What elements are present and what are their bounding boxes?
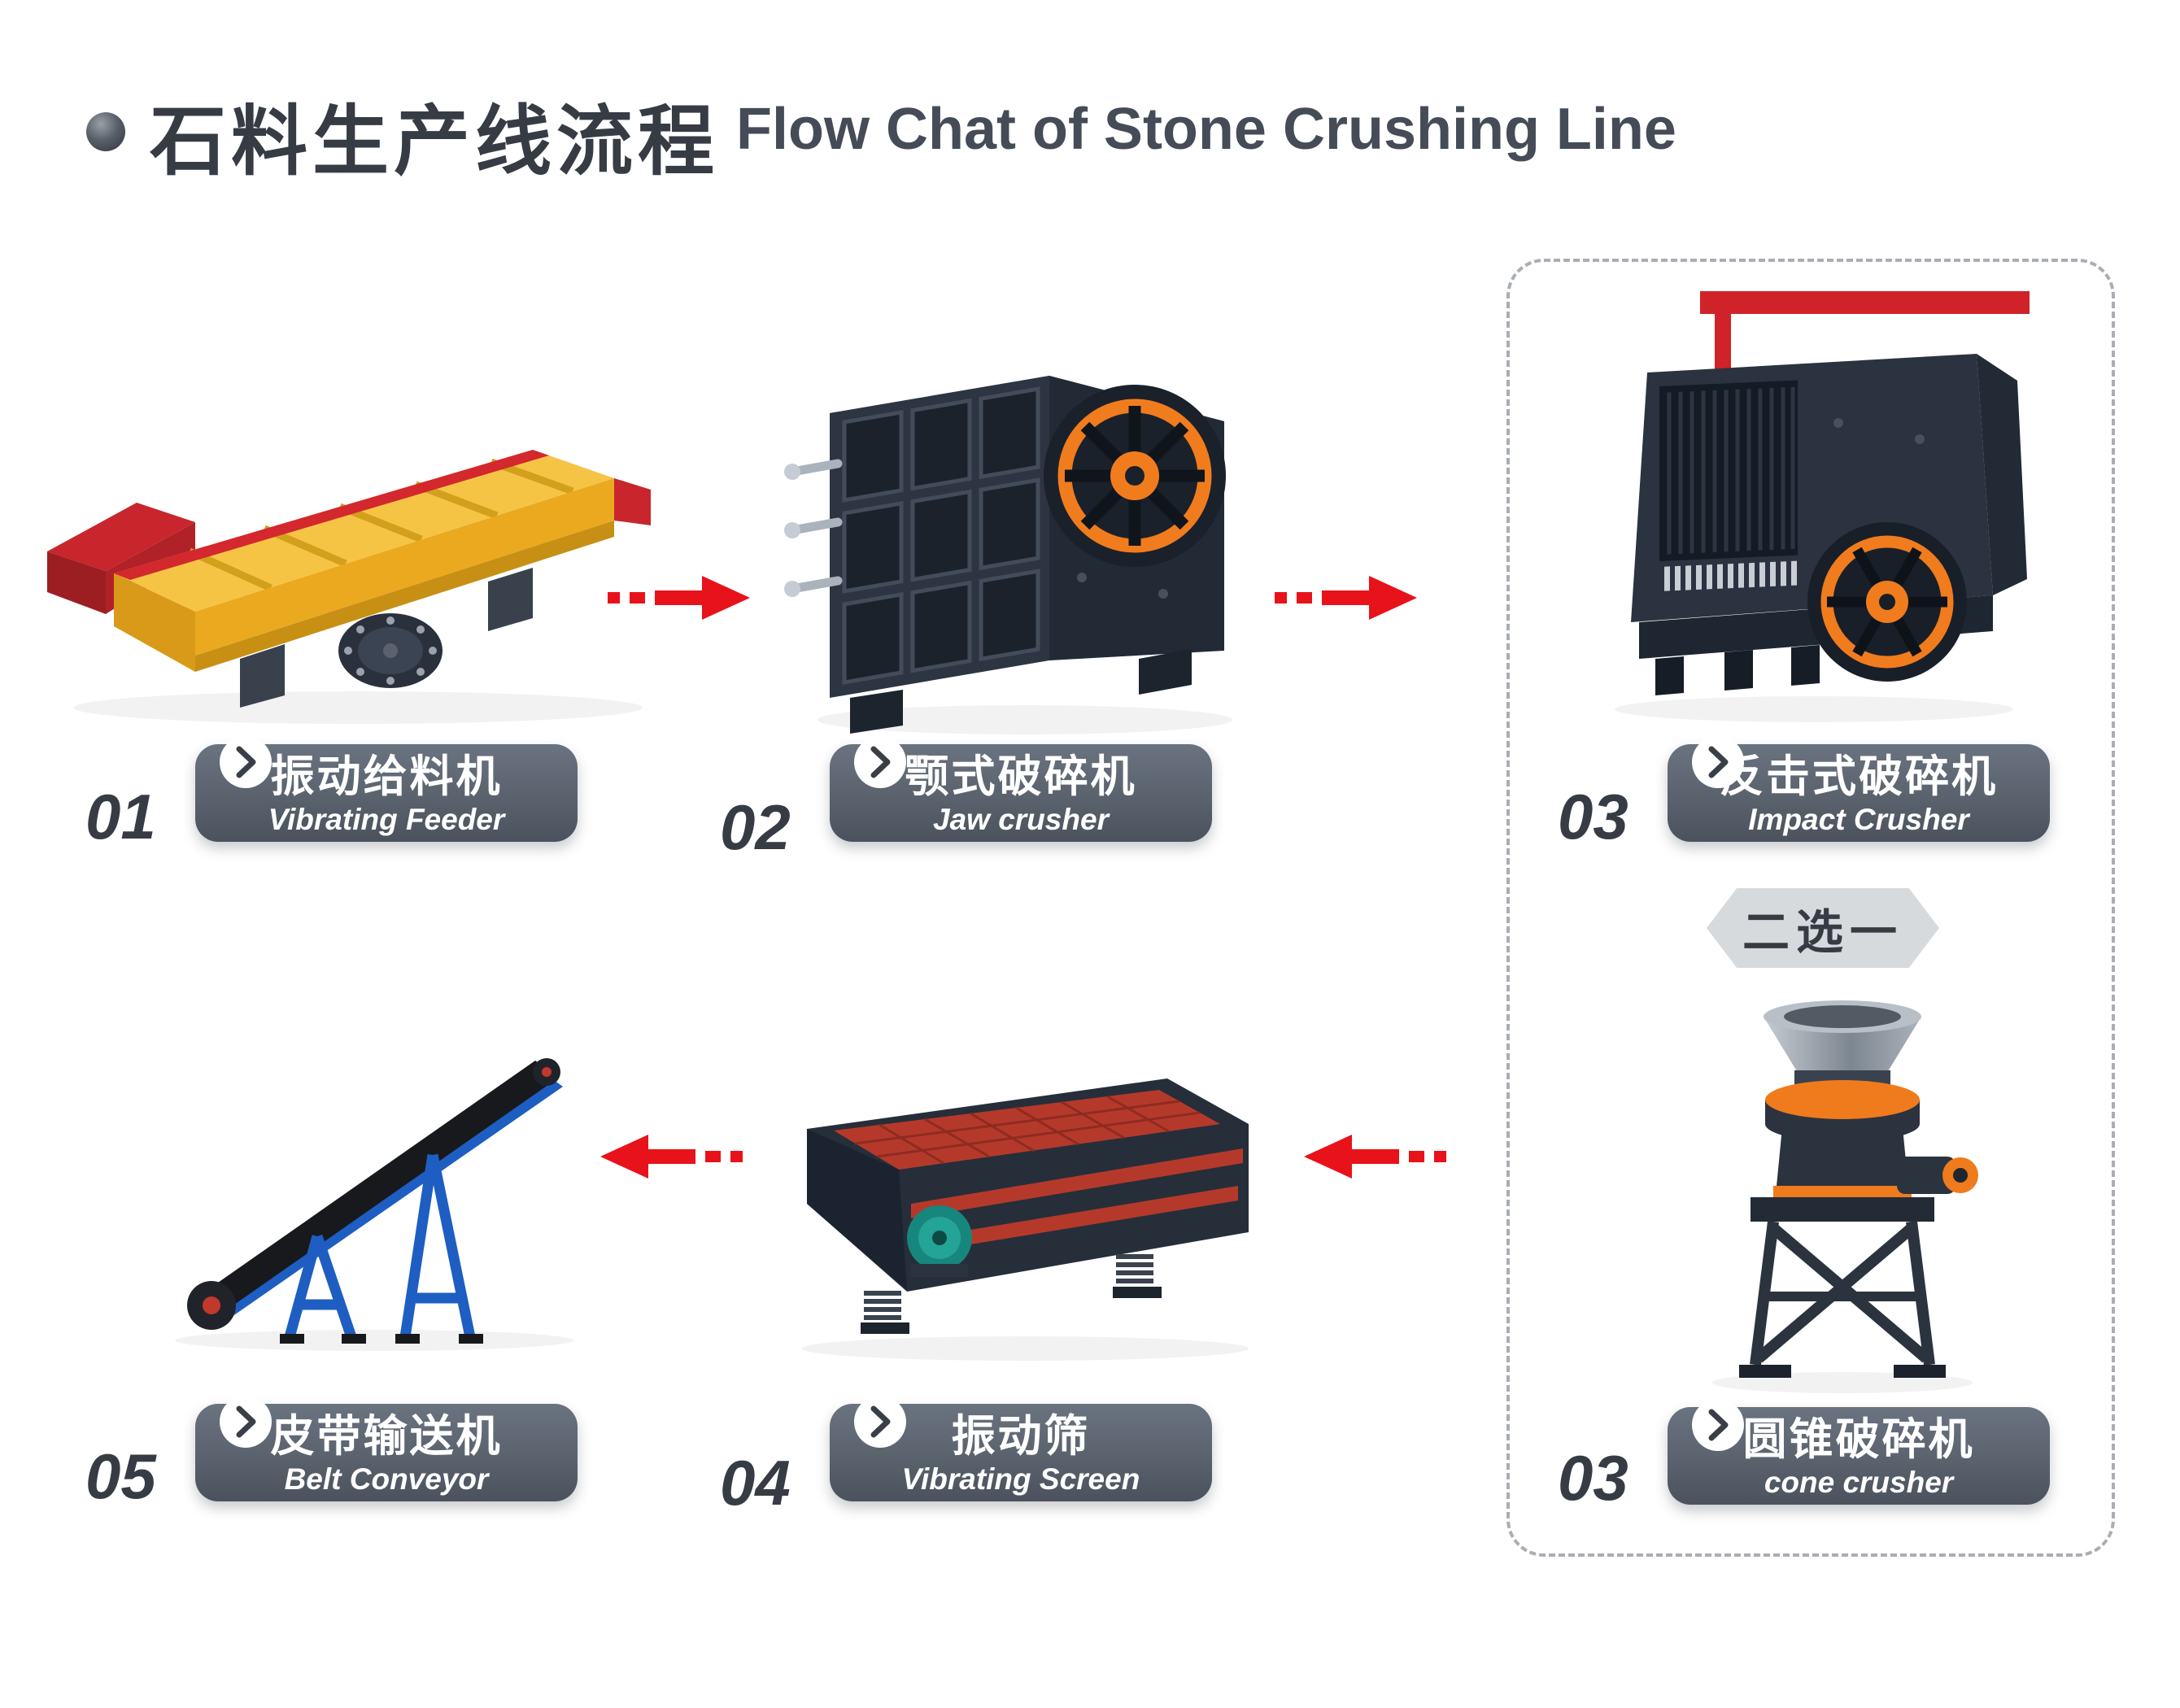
station-number-04: 04 [720,1447,791,1518]
station-name-en: Vibrating Feeder [268,803,505,836]
station-banner-cone-crusher: 圆锥破碎机 cone crusher [1668,1399,2050,1505]
station-name-zh: 皮带输送机 [270,1412,503,1461]
jaw-crusher-image [781,309,1261,740]
station-number-03b: 03 [1558,1442,1628,1514]
station-name-en: Belt Conveyor [284,1462,489,1496]
chevron-right-icon [220,736,272,788]
station-name-zh: 振动筛 [951,1412,1091,1461]
station-name-en: Jaw crusher [933,803,1109,836]
impact-crusher-image [1578,277,2042,732]
chevron-right-icon [854,1396,906,1448]
title-bullet-icon [86,112,125,151]
belt-conveyor-image [146,992,610,1358]
flow-arrow-right-2-icon [1273,573,1419,622]
flow-arrow-right-1-icon [606,573,752,622]
station-name-zh: 圆锥破碎机 [1742,1415,1975,1464]
station-banner-belt-conveyor: 皮带输送机 Belt Conveyor [195,1396,578,1501]
chevron-right-icon [854,736,906,788]
flow-arrow-left-1-icon [1301,1132,1448,1181]
cone-crusher-image [1692,976,1993,1399]
station-number-01: 01 [85,781,156,852]
vibrating-feeder-image [33,382,683,732]
choice-one-of-two-label: 二选一 [1707,888,1939,968]
chevron-right-icon [1692,1399,1744,1451]
station-banner-impact-crusher: 反击式破碎机 Impact Crusher [1668,736,2050,842]
station-name-zh: 颚式破碎机 [905,752,1137,801]
station-number-05: 05 [85,1440,156,1512]
flow-arrow-left-2-icon [598,1132,744,1181]
vibrating-screen-image [773,1049,1277,1366]
page-title-zh: 石料生产线流程 [150,98,720,184]
station-name-en: Vibrating Screen [901,1462,1140,1496]
station-name-zh: 反击式破碎机 [1720,752,1998,801]
chevron-right-icon [1692,736,1744,788]
station-number-03a: 03 [1558,781,1628,852]
station-banner-vibrating-feeder: 振动给料机 Vibrating Feeder [195,736,578,842]
station-name-en: cone crusher [1764,1466,1954,1499]
station-name-en: Impact Crusher [1748,803,1969,836]
chevron-right-icon [220,1396,272,1448]
station-name-zh: 振动给料机 [270,752,503,801]
station-banner-jaw-crusher: 颚式破碎机 Jaw crusher [830,736,1212,842]
station-banner-vibrating-screen: 振动筛 Vibrating Screen [830,1396,1212,1501]
station-number-02: 02 [720,791,791,863]
page-title-en: Flow Chat of Stone Crushing Line [736,97,1676,162]
choice-group-box [1506,259,2115,1557]
